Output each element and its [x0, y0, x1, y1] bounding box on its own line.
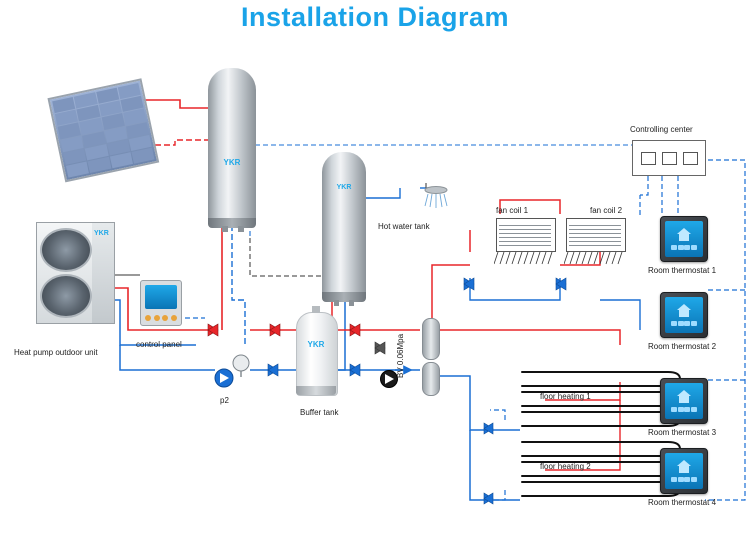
- control-panel[interactable]: [140, 280, 182, 326]
- thermostat-1-buttons[interactable]: [671, 245, 697, 250]
- fan-coil-1-valve: [463, 277, 475, 291]
- buffer-tank-label: Buffer tank: [300, 408, 339, 417]
- house-icon: [677, 228, 691, 234]
- hot-water-tank-label: Hot water tank: [378, 222, 430, 231]
- bypass-valve-label: BV 0.06Mpa: [396, 333, 405, 378]
- brand-logo-buffer-tank: YKR: [307, 340, 325, 349]
- page-title: Installation Diagram: [240, 2, 510, 32]
- house-body-icon: [679, 466, 689, 473]
- solar-collector: [47, 78, 160, 183]
- house-body-icon: [679, 234, 689, 241]
- heat-pump-outdoor-unit: YKR: [36, 222, 115, 324]
- controlling-center[interactable]: [632, 140, 706, 176]
- thermostat-1-screen: [665, 221, 703, 257]
- house-icon: [677, 460, 691, 466]
- house-icon: [677, 304, 691, 310]
- room-thermostat-1[interactable]: [660, 216, 708, 262]
- house-body-icon: [679, 396, 689, 403]
- controlling-center-label: Controlling center: [630, 125, 693, 134]
- controlling-center-slot-3[interactable]: [683, 152, 698, 165]
- floor-heating-1-valve: [483, 422, 494, 435]
- fan-coil-2-valve: [555, 277, 567, 291]
- valve-group: [207, 323, 386, 377]
- heat-pump-outdoor-unit-label: Heat pump outdoor unit: [14, 348, 98, 357]
- floor-heating-2-label: floor heating 2: [540, 462, 591, 471]
- room-thermostat-3-label: Room thermostat 3: [648, 428, 717, 437]
- brand-logo-left-tank: YKR: [223, 158, 241, 167]
- controlling-center-slot-2[interactable]: [662, 152, 677, 165]
- thermostat-3-buttons[interactable]: [671, 407, 697, 412]
- house-body-icon: [679, 310, 689, 317]
- buffer-tank: YKR: [296, 306, 338, 398]
- pump-p2-label: p2: [220, 396, 229, 405]
- pump-p2-icon: [214, 368, 234, 388]
- control-panel-label: control panel: [136, 340, 182, 349]
- fan-coil-2-label: fan coil 2: [590, 206, 623, 215]
- room-thermostat-4-label: Room thermostat 4: [648, 498, 717, 507]
- thermostat-4-buttons[interactable]: [671, 477, 697, 482]
- fan-coil-1-label: fan coil 1: [496, 206, 529, 215]
- brand-logo-center-tank: YKR: [336, 184, 352, 191]
- brand-logo-heat-pump: YKR: [94, 230, 109, 237]
- fan-coil-1: [496, 218, 556, 252]
- thermostat-2-buttons[interactable]: [671, 321, 697, 326]
- fan-coil-2: [566, 218, 626, 252]
- room-thermostat-4[interactable]: [660, 448, 708, 494]
- house-icon: [677, 390, 691, 396]
- circulation-pump-icon: [380, 370, 398, 388]
- thermostat-2-screen: [665, 297, 703, 333]
- hot-water-tank-left: YKR: [208, 68, 256, 232]
- fan-coil-2-fins: [564, 252, 623, 265]
- room-thermostat-1-label: Room thermostat 1: [648, 266, 717, 275]
- thermostat-4-screen: [665, 453, 703, 489]
- manifold-lower: [422, 362, 440, 396]
- floor-heating-1-label: floor heating 1: [540, 392, 591, 401]
- floor-heating-2-valve: [483, 492, 494, 505]
- control-panel-buttons[interactable]: [145, 315, 177, 321]
- controlling-center-slot-1[interactable]: [641, 152, 656, 165]
- room-thermostat-2[interactable]: [660, 292, 708, 338]
- room-thermostat-3[interactable]: [660, 378, 708, 424]
- room-thermostat-2-label: Room thermostat 2: [648, 342, 717, 351]
- expansion-vessel-icon: [232, 354, 250, 377]
- shower-head-icon: [420, 183, 448, 208]
- manifold-upper: [422, 318, 440, 360]
- hot-water-tank: YKR: [322, 152, 366, 306]
- control-panel-screen: [145, 285, 177, 309]
- thermostat-3-screen: [665, 383, 703, 419]
- fan-coil-1-fins: [494, 252, 553, 265]
